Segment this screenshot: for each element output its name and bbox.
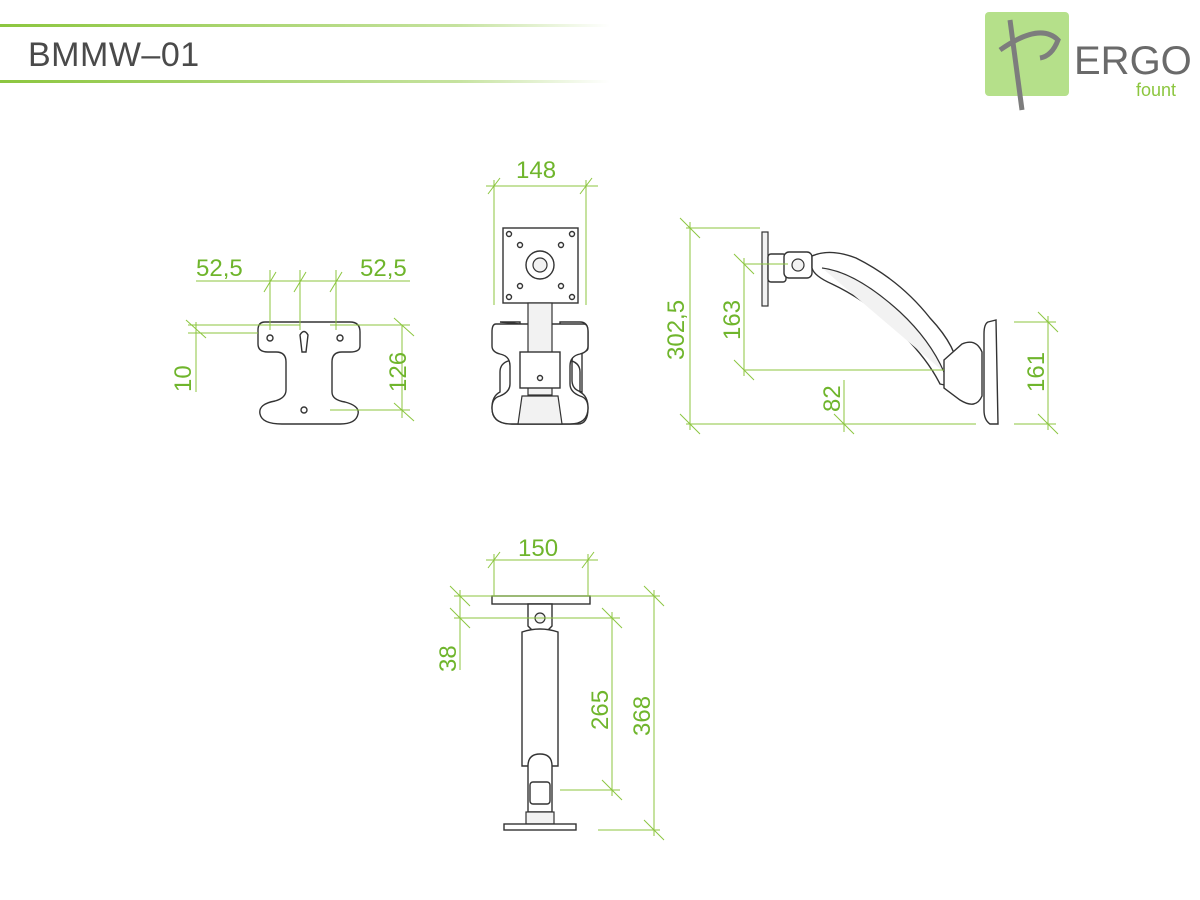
- top-arm: [521, 628, 559, 767]
- dim-top-offset: 38: [435, 645, 462, 672]
- dim-plate-height: 126: [385, 352, 412, 392]
- front-view: 148: [486, 157, 598, 425]
- wall-plate: [257, 321, 361, 425]
- top-vesa-plate: [491, 595, 591, 605]
- plate-hole: [300, 406, 308, 414]
- dim-top-total: 368: [629, 696, 656, 736]
- side-vesa-plate: [761, 231, 769, 307]
- wall-plate-view: 52,5 52,5 10 126: [170, 255, 415, 425]
- ergofount-logo: ERGO fount: [985, 12, 1192, 111]
- dim-side-arm: 163: [719, 300, 746, 340]
- dim-top-arm: 265: [587, 690, 614, 730]
- dim-top-width: 150: [518, 535, 558, 562]
- header-rule-top: [0, 24, 610, 27]
- logo-brand: ERGO: [1074, 39, 1192, 83]
- dim-plate-top: 10: [170, 365, 197, 392]
- top-stem: [525, 811, 555, 825]
- side-wall-plate: [983, 319, 999, 425]
- front-joint: [519, 351, 561, 389]
- dim-front-width: 148: [516, 157, 556, 184]
- side-arm-edge: [821, 267, 945, 373]
- top-wall-plate: [503, 823, 577, 831]
- logo-square: [985, 12, 1069, 96]
- front-stem: [517, 395, 563, 425]
- page-title: BMMW–01: [28, 36, 200, 74]
- keyhole-slot: [299, 330, 309, 353]
- dim-plate-right: 52,5: [360, 255, 407, 282]
- logo-sub: fount: [1136, 80, 1176, 100]
- dim-side-reach: 82: [819, 385, 846, 412]
- top-view: 150 38 265 368: [435, 535, 665, 841]
- header-rule-bottom: [0, 80, 610, 83]
- side-wall-bracket: [943, 341, 983, 405]
- side-view: 302,5 163 82 161: [663, 217, 1059, 435]
- dim-plate-left: 52,5: [196, 255, 243, 282]
- dim-side-total: 302,5: [663, 300, 690, 360]
- plate-hole: [336, 334, 344, 342]
- logo-mark: [998, 19, 1061, 111]
- plate-hole: [266, 334, 274, 342]
- dim-side-base: 161: [1023, 352, 1050, 392]
